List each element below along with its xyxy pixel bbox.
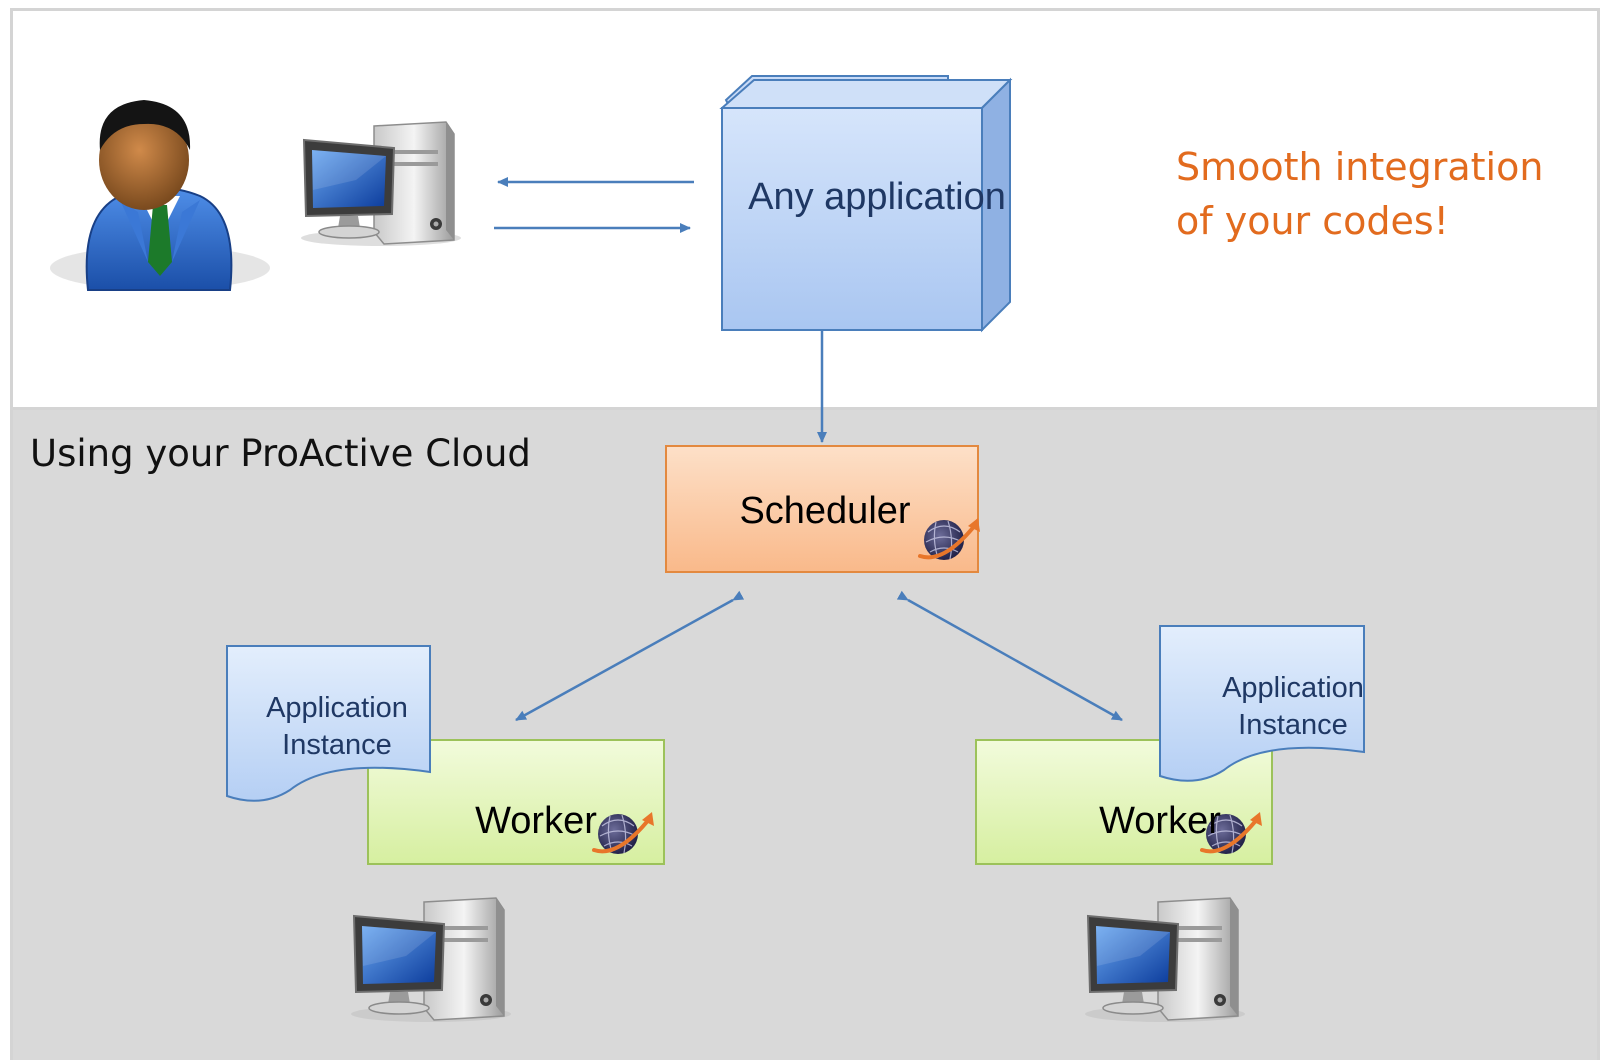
computer-icon bbox=[350, 897, 512, 1023]
arrow-scheduler-worker-2 bbox=[896, 590, 1123, 722]
worker-2-label: Worker bbox=[1099, 800, 1221, 842]
instance-1-document bbox=[226, 645, 431, 802]
instance-2-label: Application Instance bbox=[1222, 672, 1364, 741]
arrow-scheduler-worker-1 bbox=[515, 590, 745, 722]
tagline-text: Smooth integration of your codes! bbox=[1176, 145, 1544, 243]
scheduler-label: Scheduler bbox=[739, 490, 911, 532]
instance-1-label: Application Instance bbox=[266, 692, 408, 761]
computer-icon bbox=[300, 121, 462, 247]
instance-2-document bbox=[1159, 625, 1365, 782]
application-box bbox=[719, 75, 1013, 333]
computer-icon bbox=[1084, 897, 1246, 1023]
user-icon bbox=[50, 100, 270, 291]
worker-1-label: Worker bbox=[475, 800, 597, 842]
application-label: Any application bbox=[748, 176, 1006, 218]
scheduler-box bbox=[665, 445, 979, 573]
cloud-label: Using your ProActive Cloud bbox=[30, 432, 531, 475]
